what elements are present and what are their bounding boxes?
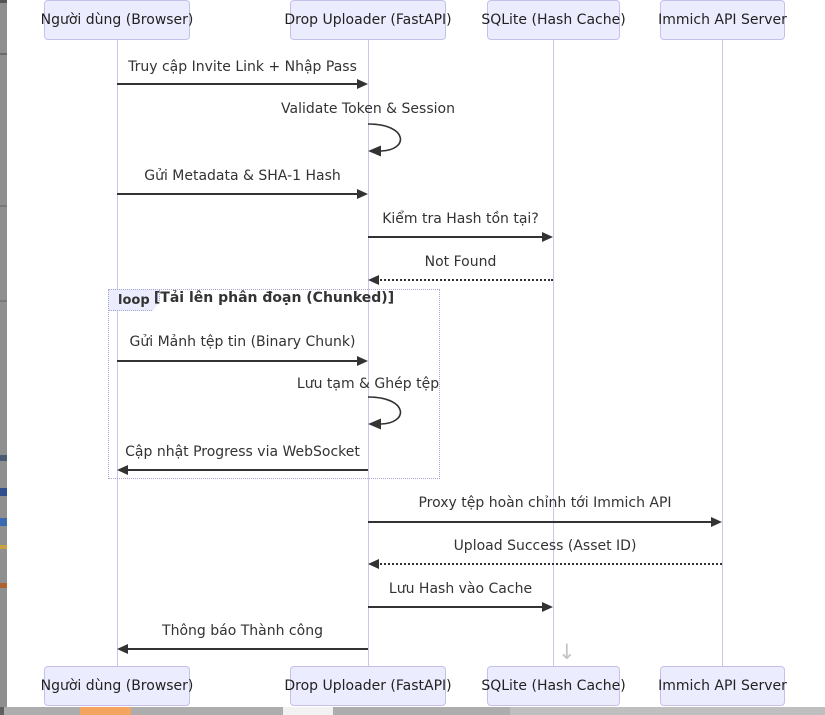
message-label: Proxy tệp hoàn chỉnh tới Immich API bbox=[418, 495, 672, 511]
lifeline-immich bbox=[722, 40, 723, 666]
message-label: Gửi Metadata & SHA-1 Hash bbox=[144, 168, 341, 184]
arrowhead bbox=[357, 189, 368, 199]
arrowhead bbox=[357, 79, 368, 89]
edge-speck bbox=[0, 488, 7, 496]
horizontal-scrollbar[interactable] bbox=[0, 707, 825, 715]
participant-top-immich: Immich API Server bbox=[658, 0, 787, 40]
loop-label-tab: loop bbox=[108, 289, 160, 311]
message-arrow-line bbox=[368, 521, 717, 523]
participant-label: Immich API Server bbox=[658, 12, 787, 28]
scrollbar-edge bbox=[0, 707, 4, 715]
participant-top-fastapi: Drop Uploader (FastAPI) bbox=[284, 0, 452, 40]
message-arrow-line bbox=[373, 279, 553, 281]
message-label: Truy cập Invite Link + Nhập Pass bbox=[128, 59, 357, 75]
message-arrow-line bbox=[368, 606, 548, 608]
window-edge-strip bbox=[0, 0, 7, 707]
participant-label: Drop Uploader (FastAPI) bbox=[284, 12, 452, 28]
self-loop-arrow bbox=[367, 396, 402, 430]
self-loop-arrow bbox=[367, 123, 402, 157]
message-label: Lưu Hash vào Cache bbox=[388, 581, 533, 597]
message-arrow-line bbox=[373, 563, 722, 565]
arrowhead bbox=[117, 465, 128, 475]
participant-top-browser: Người dùng (Browser) bbox=[41, 0, 193, 40]
message-label: Cập nhật Progress via WebSocket bbox=[125, 444, 360, 460]
participant-bottom-fastapi: Drop Uploader (FastAPI) bbox=[284, 666, 452, 706]
scroll-down-icon: ↓ bbox=[558, 640, 576, 664]
arrowhead bbox=[117, 644, 128, 654]
loop-title: [Tải lên phân đoạn (Chunked)] bbox=[153, 290, 395, 306]
arrowhead bbox=[542, 232, 553, 242]
lifeline-sqlite bbox=[553, 40, 554, 666]
message-label: Upload Success (Asset ID) bbox=[453, 538, 637, 554]
arrowhead bbox=[368, 275, 379, 285]
message-arrow-line bbox=[122, 469, 368, 471]
participant-label: Người dùng (Browser) bbox=[40, 678, 194, 694]
message-arrow-line bbox=[368, 236, 548, 238]
participant-label: SQLite (Hash Cache) bbox=[481, 12, 626, 28]
participant-label: SQLite (Hash Cache) bbox=[481, 678, 626, 694]
edge-speck bbox=[0, 518, 7, 526]
message-label: Lưu tạm & Ghép tệp bbox=[296, 376, 440, 392]
participant-label: Người dùng (Browser) bbox=[40, 12, 194, 28]
edge-speck bbox=[0, 205, 7, 207]
scrollbar-gap bbox=[283, 707, 333, 715]
loop-frame bbox=[108, 289, 440, 479]
lifeline-browser bbox=[117, 40, 118, 666]
edge-speck bbox=[0, 455, 7, 461]
message-label: Thông báo Thành công bbox=[162, 623, 323, 639]
lifeline-fastapi bbox=[368, 40, 369, 666]
edge-speck bbox=[0, 53, 7, 55]
edge-speck bbox=[0, 0, 7, 3]
scrollbar-track-right bbox=[510, 707, 825, 715]
message-label: Gửi Mảnh tệp tin (Binary Chunk) bbox=[129, 334, 356, 350]
arrowhead bbox=[357, 356, 368, 366]
participant-bottom-sqlite: SQLite (Hash Cache) bbox=[481, 666, 626, 706]
loop-label: loop bbox=[118, 292, 150, 308]
message-arrow-line bbox=[122, 648, 368, 650]
scrollbar-thumb[interactable] bbox=[80, 707, 131, 715]
arrowhead bbox=[542, 602, 553, 612]
participant-top-sqlite: SQLite (Hash Cache) bbox=[481, 0, 626, 40]
message-label: Kiểm tra Hash tồn tại? bbox=[382, 211, 539, 227]
edge-speck bbox=[0, 300, 7, 302]
edge-speck bbox=[0, 545, 7, 549]
arrowhead bbox=[368, 559, 379, 569]
message-label: Validate Token & Session bbox=[281, 101, 455, 117]
participant-bottom-browser: Người dùng (Browser) bbox=[41, 666, 193, 706]
participant-bottom-immich: Immich API Server bbox=[658, 666, 787, 706]
message-label: Not Found bbox=[424, 254, 497, 270]
participant-label: Immich API Server bbox=[658, 678, 787, 694]
edge-speck bbox=[0, 583, 7, 588]
message-arrow-line bbox=[117, 193, 363, 195]
arrowhead bbox=[711, 517, 722, 527]
participant-label: Drop Uploader (FastAPI) bbox=[284, 678, 452, 694]
message-arrow-line bbox=[117, 83, 363, 85]
message-arrow-line bbox=[117, 360, 363, 362]
